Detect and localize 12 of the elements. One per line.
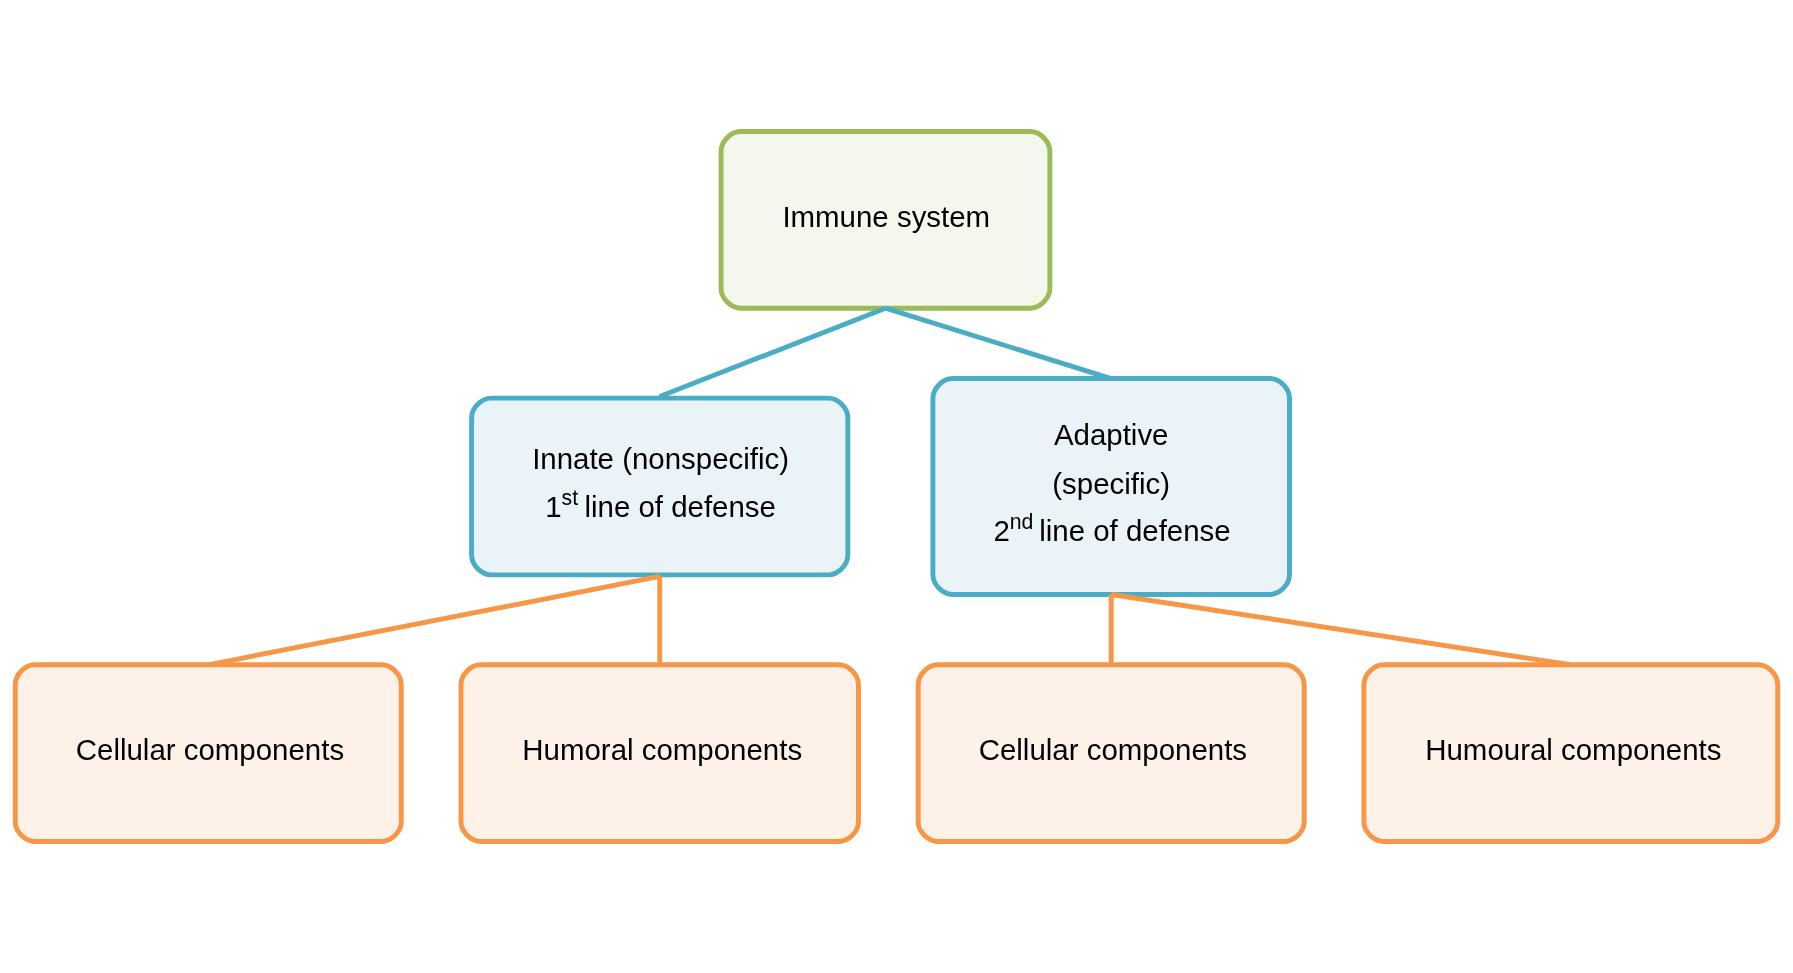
connector [657,576,663,665]
node-box: Cellular components [12,662,404,844]
node-box: Cellular components [915,662,1307,844]
connector [1108,594,1114,665]
connector [207,574,661,668]
node-box: Adaptive (specific) 2$^{nd}$ line of defense [930,376,1292,597]
node-box: Humoural components [1361,662,1781,844]
connector [1110,592,1572,668]
node-box: Immune system [718,129,1053,311]
node-box: Humoral components [458,662,861,844]
connector [658,305,887,399]
node-box: Innate (nonspecific) 1$^{st}$ line of defense [469,395,851,578]
